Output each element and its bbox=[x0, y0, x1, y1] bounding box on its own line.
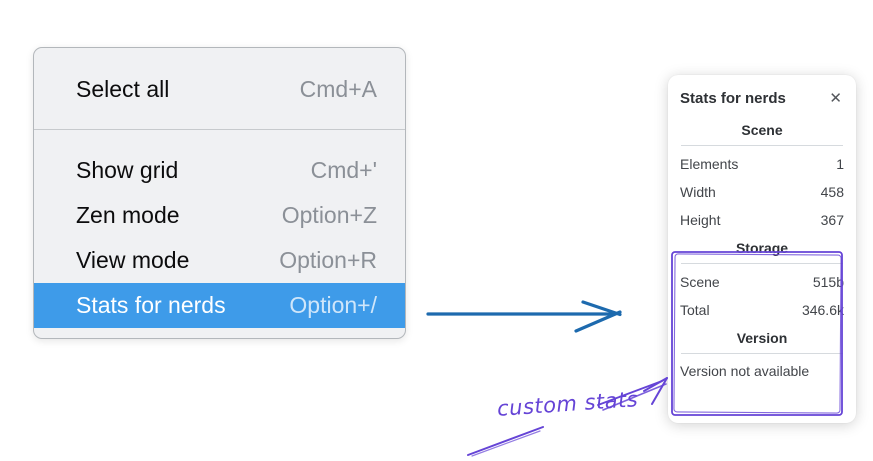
section-divider bbox=[681, 145, 843, 146]
stat-value: 1 bbox=[836, 156, 844, 172]
menu-item-label: Select all bbox=[76, 75, 170, 102]
stat-value: 367 bbox=[820, 212, 844, 228]
stats-panel-header: Stats for nerds ✕ bbox=[680, 87, 844, 109]
stat-row-total-storage: Total 346.6k bbox=[680, 296, 844, 324]
menu-item-shortcut: Cmd+A bbox=[299, 75, 377, 102]
section-heading-version: Version bbox=[736, 330, 788, 346]
stat-label: Total bbox=[680, 302, 710, 318]
stat-value: 515b bbox=[812, 274, 844, 290]
menu-item-label: Zen mode bbox=[76, 202, 180, 228]
menu-item-shortcut: Option+R bbox=[279, 247, 377, 273]
menu-item-select-all[interactable]: Select all Cmd+A bbox=[34, 57, 405, 121]
menu-item-label: View mode bbox=[76, 247, 190, 273]
section-divider bbox=[681, 353, 843, 354]
annotation-tail-stroke bbox=[467, 426, 544, 457]
stats-panel-title: Stats for nerds bbox=[680, 89, 786, 107]
menu-divider bbox=[34, 129, 405, 130]
stat-value: 458 bbox=[820, 184, 844, 200]
close-icon[interactable]: ✕ bbox=[829, 89, 842, 107]
stat-label: Scene bbox=[680, 274, 720, 290]
stat-row-scene-storage: Scene 515b bbox=[680, 268, 844, 296]
stat-row-elements: Elements 1 bbox=[680, 150, 844, 178]
menu-item-label: Show grid bbox=[76, 157, 179, 183]
stats-panel: Stats for nerds ✕ Scene Elements 1 Width… bbox=[668, 75, 856, 423]
menu-group: Show grid Cmd+' Zen mode Option+Z View m… bbox=[34, 130, 405, 328]
stat-value: 346.6k bbox=[801, 302, 844, 318]
flow-arrow bbox=[426, 300, 622, 333]
section-heading-storage: Storage bbox=[735, 240, 789, 256]
menu-item-shortcut: Cmd+' bbox=[310, 157, 377, 183]
stat-label: Elements bbox=[680, 156, 739, 172]
stat-label: Width bbox=[680, 184, 716, 200]
version-note: Version not available bbox=[680, 363, 810, 379]
stat-row-width: Width 458 bbox=[680, 178, 844, 206]
menu-item-zen-mode[interactable]: Zen mode Option+Z bbox=[34, 193, 405, 238]
custom-stats-annotation: custom stats bbox=[496, 387, 639, 421]
section-heading-scene: Scene bbox=[741, 122, 783, 138]
section-divider bbox=[681, 263, 843, 264]
menu-item-label: Stats for nerds bbox=[76, 292, 226, 318]
stat-label: Height bbox=[680, 212, 721, 228]
menu-item-shortcut: Option+/ bbox=[289, 292, 377, 318]
menu-item-stats-for-nerds[interactable]: Stats for nerds Option+/ bbox=[34, 283, 405, 328]
menu-item-show-grid[interactable]: Show grid Cmd+' bbox=[34, 148, 405, 193]
context-menu: Select all Cmd+A Show grid Cmd+' Zen mod… bbox=[33, 47, 406, 339]
stat-row-height: Height 367 bbox=[680, 206, 844, 234]
menu-item-shortcut: Option+Z bbox=[281, 202, 377, 228]
menu-item-view-mode[interactable]: View mode Option+R bbox=[34, 238, 405, 283]
